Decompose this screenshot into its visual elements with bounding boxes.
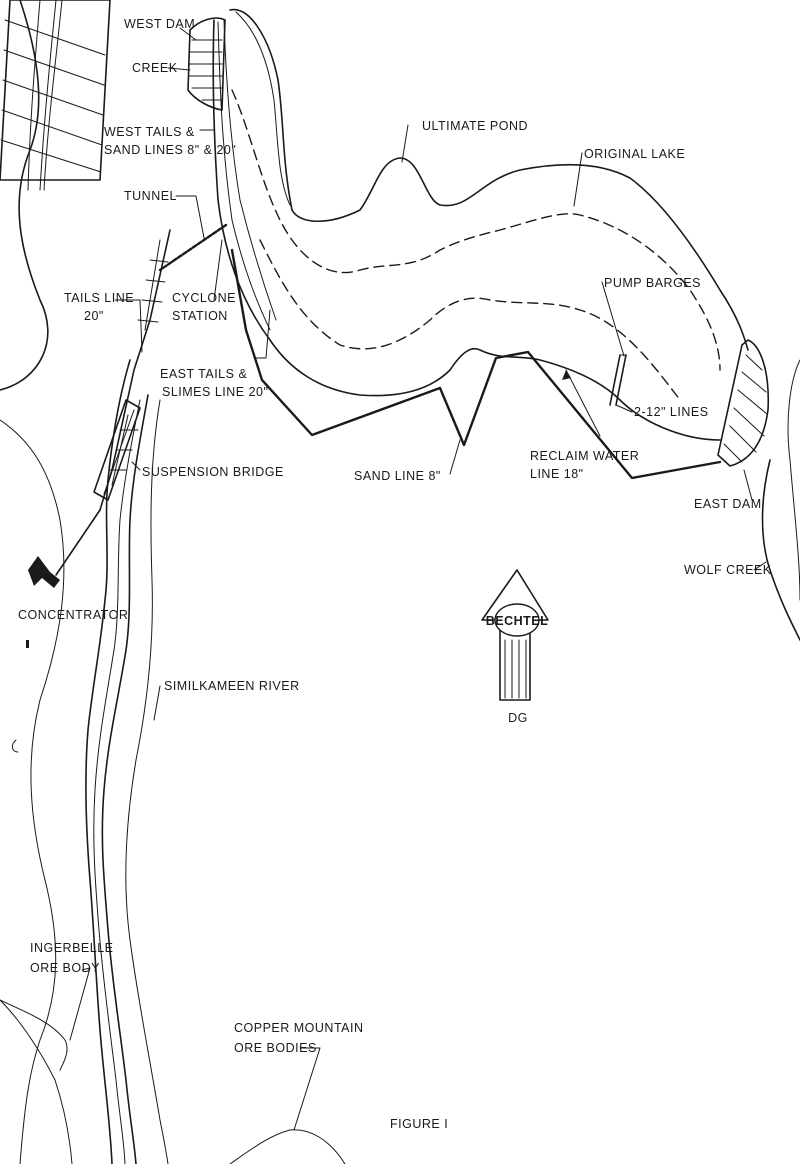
label-wolf-creek: WOLF CREEK (684, 563, 772, 577)
east-dam (717, 339, 770, 467)
label-cyclone-2: STATION (172, 309, 228, 323)
label-tunnel: TUNNEL (124, 189, 177, 203)
label-tails-line-2: 20" (84, 309, 104, 323)
west-dam (187, 17, 226, 111)
suspension-bridge (93, 399, 141, 501)
logo-initials: DG (508, 711, 528, 725)
label-west-tails-1: WEST TAILS & (104, 125, 195, 139)
label-copper-1: COPPER MOUNTAIN (234, 1021, 364, 1035)
label-suspension-bridge: SUSPENSION BRIDGE (142, 465, 284, 479)
label-east-tails-1: EAST TAILS & (160, 367, 247, 381)
original-lake-inner (259, 239, 681, 401)
leader-lines (69, 27, 767, 1131)
label-two-lines: 2-12" LINES (634, 405, 709, 419)
pump-barges-lines (609, 354, 627, 406)
label-east-tails-2: SLIMES LINE 20" (162, 385, 268, 399)
ingerbelle-hill (0, 999, 68, 1071)
upper-left-hatched-area (0, 0, 111, 191)
contour-outer-east (125, 399, 169, 1164)
label-sand-line: SAND LINE 8" (354, 469, 441, 483)
label-creek: CREEK (132, 61, 178, 75)
label-pump-barges: PUMP BARGES (604, 276, 701, 290)
pond-south-shore (212, 19, 721, 441)
pond-outlines (212, 8, 749, 441)
label-west-dam: WEST DAM (124, 17, 195, 31)
label-east-dam: EAST DAM (694, 497, 762, 511)
label-concentrator: CONCENTRATOR (18, 608, 128, 622)
label-ingerbelle-1: INGERBELLE (30, 941, 114, 955)
contour-far-left (0, 999, 73, 1164)
reclaim-water-arrow (562, 369, 601, 437)
east-contour (787, 359, 800, 601)
river-bank-east (101, 394, 149, 1164)
bechtel-logo: BECHTEL DG (481, 569, 549, 725)
contour-left-lower (0, 419, 65, 1164)
river-bank-west (85, 359, 131, 1164)
sand-line-8-path (230, 248, 722, 480)
label-original-lake: ORIGINAL LAKE (584, 147, 685, 161)
label-ultimate-pond: ULTIMATE POND (422, 119, 528, 133)
label-tails-line-1: TAILS LINE (64, 291, 134, 305)
label-west-tails-2: SAND LINES 8" & 20" (104, 143, 236, 157)
stray-mark (11, 739, 19, 753)
river-banks (0, 0, 169, 1164)
original-lake-outline (231, 89, 721, 371)
tunnel-line (158, 223, 228, 272)
map-labels: WEST DAM CREEK WEST TAILS & SAND LINES 8… (18, 17, 772, 1131)
concentrator-building (26, 509, 101, 648)
river-channel (93, 399, 141, 1164)
label-similkameen: SIMILKAMEEN RIVER (164, 679, 300, 693)
wolf-creek (761, 459, 800, 641)
label-ingerbelle-2: ORE BODY (30, 961, 100, 975)
copper-mountain-hill (229, 1129, 346, 1164)
logo-text: BECHTEL (486, 614, 549, 628)
label-reclaim-1: RECLAIM WATER (530, 449, 639, 463)
label-copper-2: ORE BODIES (234, 1041, 317, 1055)
label-figure: FIGURE I (390, 1117, 448, 1131)
ultimate-pond-outline (229, 8, 749, 351)
label-reclaim-2: LINE 18" (530, 467, 584, 481)
valley-edge-left (0, 0, 49, 391)
label-cyclone-1: CYCLONE (172, 291, 236, 305)
